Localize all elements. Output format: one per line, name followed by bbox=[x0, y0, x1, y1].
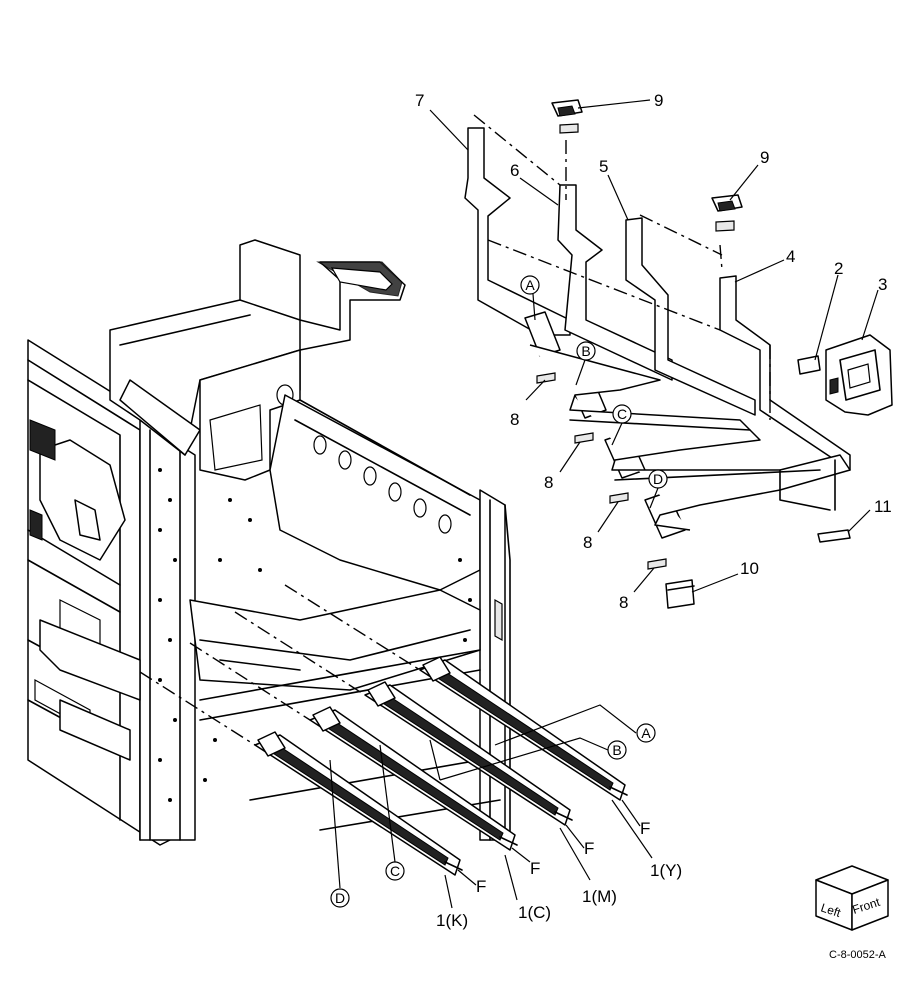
print-head-c bbox=[309, 706, 518, 851]
printer-frame bbox=[27, 239, 511, 846]
callout-8-d: 8 bbox=[619, 593, 628, 612]
callout-9-top: 9 bbox=[654, 91, 663, 110]
ref-d-top: D bbox=[653, 471, 663, 487]
callout-1c: 1(C) bbox=[518, 903, 551, 922]
orientation-cube: Left Front bbox=[815, 865, 889, 931]
callout-8-a: 8 bbox=[510, 410, 519, 429]
callout-2: 2 bbox=[834, 259, 843, 278]
callout-9-mid: 9 bbox=[760, 148, 769, 167]
callout-10: 10 bbox=[740, 559, 759, 578]
callout-1m: 1(M) bbox=[582, 887, 617, 906]
ref-c-bottom: C bbox=[390, 863, 400, 879]
callout-3: 3 bbox=[878, 275, 887, 294]
print-head-y bbox=[419, 656, 628, 801]
ref-b-top: B bbox=[581, 343, 590, 359]
ref-a-top: A bbox=[525, 277, 535, 293]
ref-d-bottom: D bbox=[335, 890, 345, 906]
callout-7: 7 bbox=[415, 91, 424, 110]
small-parts bbox=[536, 99, 893, 609]
callout-f-y: F bbox=[640, 819, 650, 838]
callout-8-c: 8 bbox=[583, 533, 592, 552]
callout-8-b: 8 bbox=[544, 473, 553, 492]
callout-1k: 1(K) bbox=[436, 911, 468, 930]
print-head-k bbox=[254, 731, 463, 876]
reference-circles: A B C D A B C D bbox=[330, 275, 668, 908]
leader-lines bbox=[329, 99, 879, 909]
callout-4: 4 bbox=[786, 247, 795, 266]
led-print-heads bbox=[139, 584, 628, 876]
ref-b-bottom: B bbox=[612, 742, 621, 758]
plate-holes bbox=[313, 435, 452, 534]
callout-labels: 7 9 6 5 9 4 2 3 8 8 8 8 10 11 F F F F 1(… bbox=[415, 91, 892, 930]
callout-5: 5 bbox=[599, 157, 608, 176]
cube-left-label: Left bbox=[819, 901, 843, 921]
figure-id: C-8-0052-A bbox=[829, 949, 887, 961]
callout-f-m: F bbox=[584, 839, 594, 858]
callout-11: 11 bbox=[874, 497, 892, 516]
callout-f-c: F bbox=[530, 859, 540, 878]
ref-c-top: C bbox=[617, 406, 627, 422]
ref-a-bottom: A bbox=[641, 725, 651, 741]
callout-f-k: F bbox=[476, 877, 486, 896]
callout-6: 6 bbox=[510, 161, 519, 180]
flat-cables bbox=[464, 114, 851, 539]
print-head-m bbox=[364, 681, 573, 826]
callout-1y: 1(Y) bbox=[650, 861, 682, 880]
